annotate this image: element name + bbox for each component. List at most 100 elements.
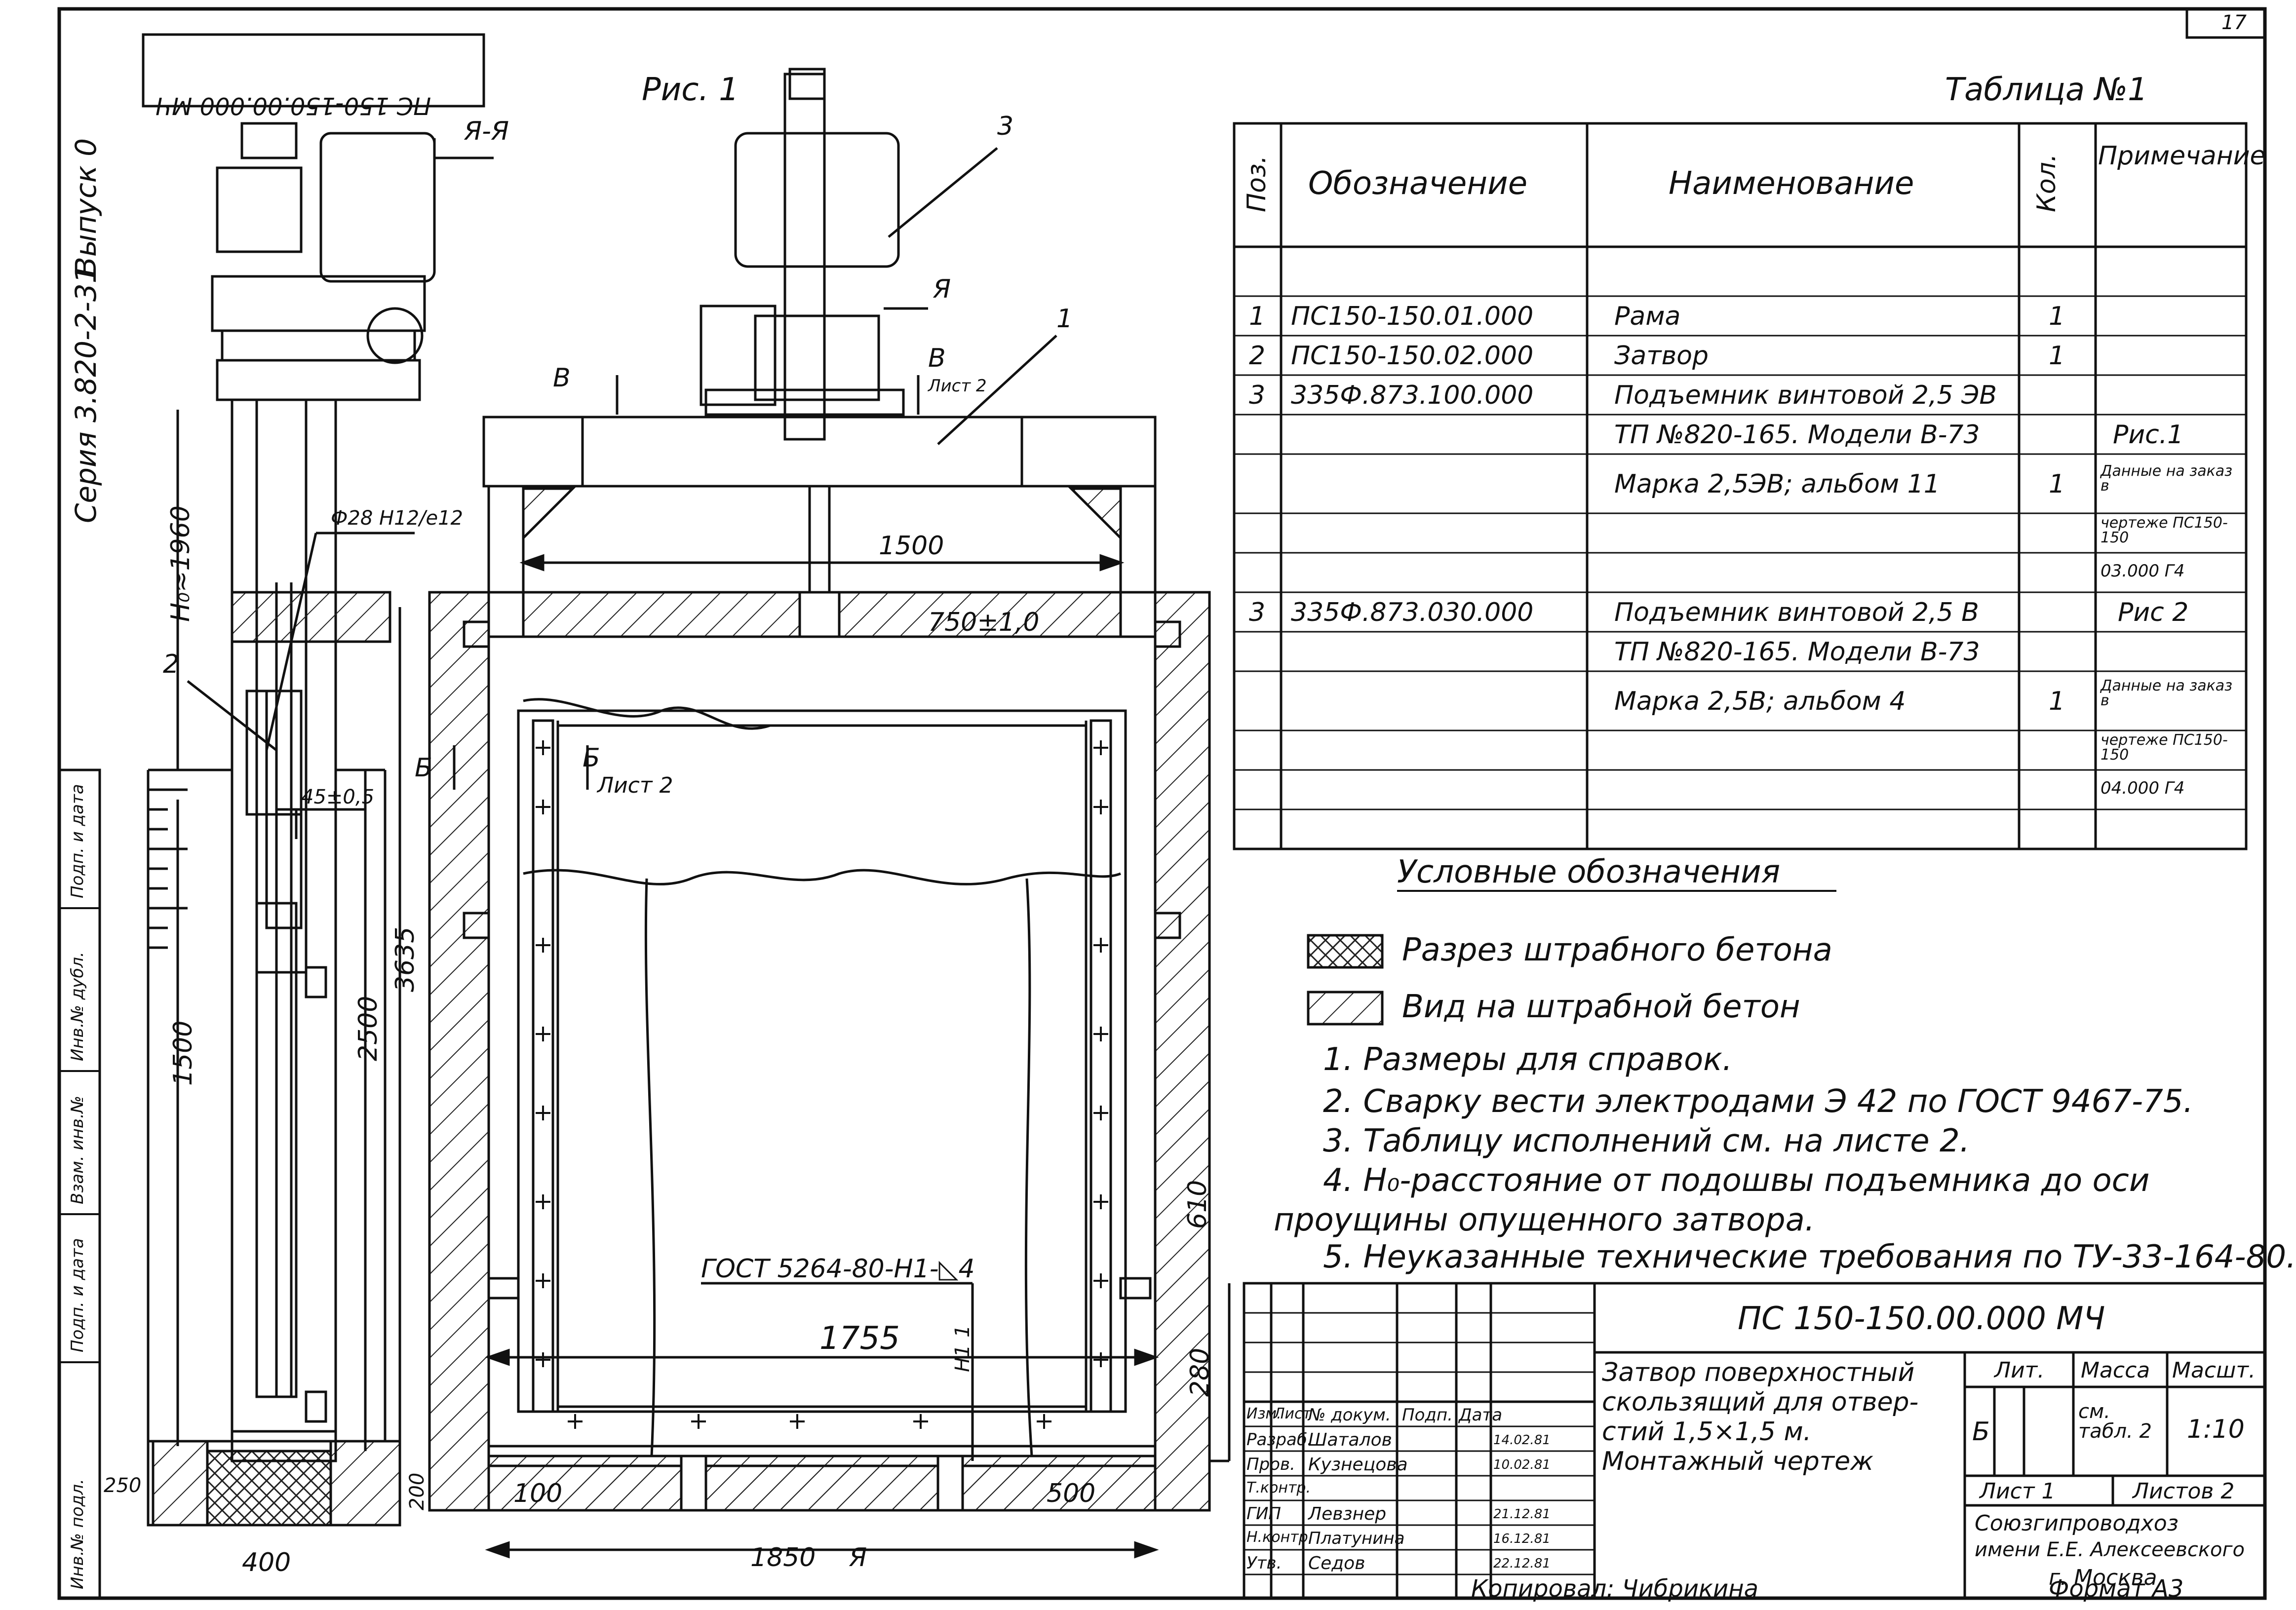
tb-title-1: Затвор поверхностный bbox=[1602, 1358, 1915, 1387]
row5-name: Марка 2,5ЭВ; альбом 11 bbox=[1614, 469, 1940, 499]
side-series: Серия 3.820-2-31 bbox=[69, 265, 103, 523]
dim-3635: 3635 bbox=[390, 926, 420, 992]
tb-name-4: Левзнер bbox=[1308, 1504, 1387, 1524]
row10-note: Данные на заказ в bbox=[2101, 677, 2233, 709]
row1-qty: 1 bbox=[2049, 302, 2065, 331]
note-5: 5. Неуказанные технические требования по… bbox=[1323, 1239, 2296, 1275]
tb-copied: Копировал: Чибрикина bbox=[1471, 1575, 1759, 1603]
th-designation: Обозначение bbox=[1308, 165, 1528, 202]
tb-org-2: имени Е.Е. Алексеевского bbox=[1975, 1538, 2245, 1561]
row10-qty: 1 bbox=[2049, 687, 2065, 716]
section-mark-b-left: Б bbox=[415, 753, 432, 783]
th-qty: Кол. bbox=[2032, 153, 2062, 213]
tb-format: Формат А3 bbox=[2049, 1575, 2184, 1603]
tb-head-izm: Изм. bbox=[1246, 1405, 1282, 1422]
note-4: 4. H₀-расстояние от подошвы подъемника д… bbox=[1323, 1162, 2150, 1199]
dim-100: 100 bbox=[513, 1479, 563, 1508]
sheet-number: 17 bbox=[2221, 11, 2247, 34]
tb-role-3: Т.контр. bbox=[1246, 1479, 1311, 1496]
dim-1755: 1755 bbox=[819, 1320, 900, 1357]
side-col-2: Подп. и дата bbox=[68, 1238, 87, 1352]
dim-45: 45±0,5 bbox=[301, 786, 375, 808]
row3-name: Подъемник винтовой 2,5 ЭВ bbox=[1614, 381, 1997, 410]
note-3: 3. Таблицу исполнений см. на листе 2. bbox=[1323, 1123, 1970, 1159]
tb-head-date: Дата bbox=[1459, 1405, 1503, 1425]
tb-role-6: Утв. bbox=[1246, 1553, 1282, 1573]
legend-title: Условные обозначения bbox=[1397, 854, 1781, 890]
note-1: 1. Размеры для справок. bbox=[1323, 1041, 1733, 1078]
dim-1500-left: 1500 bbox=[168, 1020, 198, 1086]
tb-title-2: скользящий для отвер- bbox=[1602, 1387, 1919, 1417]
row2-name: Затвор bbox=[1614, 341, 1709, 371]
weld-note: ГОСТ 5264-80-Н1-◺4 bbox=[701, 1254, 975, 1284]
tb-date-2: 10.02.81 bbox=[1493, 1457, 1551, 1472]
sheet-number-box bbox=[2185, 7, 2266, 39]
section-arrow-ya: Я bbox=[933, 274, 951, 304]
row2-pos: 2 bbox=[1249, 341, 1266, 371]
side-view bbox=[147, 122, 494, 1527]
front-view bbox=[428, 68, 1231, 1559]
row2-qty: 1 bbox=[2049, 341, 2065, 371]
row7-note: 03.000 Г4 bbox=[2101, 561, 2185, 581]
row9-name: ТП №820-165. Модели В-73 bbox=[1614, 637, 1980, 667]
note-4-cont: проущины опущенного затвора. bbox=[1274, 1202, 1815, 1238]
tb-mass-value: см. табл. 2 bbox=[2078, 1400, 2152, 1443]
row8-name: Подъемник винтовой 2,5 В bbox=[1614, 598, 1979, 627]
row4-name: ТП №820-165. Модели В-73 bbox=[1614, 420, 1980, 450]
side-col-4: Инв.№ дубл. bbox=[68, 952, 87, 1061]
tb-date-6: 22.12.81 bbox=[1493, 1556, 1551, 1571]
dim-500: 500 bbox=[1047, 1479, 1096, 1508]
row5-qty: 1 bbox=[2049, 469, 2065, 499]
tb-date-4: 21.12.81 bbox=[1493, 1507, 1551, 1522]
side-stamp-strip bbox=[58, 768, 101, 1600]
row8-designation: 335Ф.873.030.000 bbox=[1291, 598, 1534, 627]
th-note: Примечание bbox=[2098, 141, 2266, 171]
row12-note: 04.000 Г4 bbox=[2101, 778, 2185, 798]
tb-role-1: Разраб. bbox=[1246, 1430, 1313, 1450]
row3-pos: 3 bbox=[1249, 381, 1266, 410]
legend-swatch-hatch bbox=[1307, 991, 1384, 1026]
side-col-3: Взам. инв.№ bbox=[68, 1095, 87, 1204]
tb-org-1: Союзгипроводхоз bbox=[1975, 1511, 2179, 1536]
th-name: Наименование bbox=[1669, 165, 1914, 202]
tb-date-1: 14.02.81 bbox=[1493, 1433, 1551, 1448]
tb-title-3: стий 1,5×1,5 м. bbox=[1602, 1417, 1812, 1447]
row10-name: Марка 2,5В; альбом 4 bbox=[1614, 687, 1906, 716]
dim-h0: H₀≈1960 bbox=[166, 505, 195, 622]
tb-head-sign: Подп. bbox=[1402, 1405, 1453, 1425]
row5-note: Данные на заказ в bbox=[2101, 462, 2233, 495]
dim-200: 200 bbox=[406, 1472, 428, 1510]
dim-400: 400 bbox=[242, 1548, 291, 1577]
tb-org-3: г. Москва bbox=[2049, 1565, 2157, 1590]
section-mark-b-sheet: Лист 2 bbox=[597, 773, 673, 798]
tb-sheets: Листов 2 bbox=[2133, 1479, 2235, 1504]
note-2: 2. Сварку вести электродами Э 42 по ГОСТ… bbox=[1323, 1083, 2193, 1120]
dim-750: 750±1,0 bbox=[928, 608, 1040, 637]
section-mark-v-left: В bbox=[553, 363, 571, 393]
tb-mass-label: Масса bbox=[2081, 1358, 2150, 1383]
tb-date-5: 16.12.81 bbox=[1493, 1532, 1551, 1546]
row1-name: Рама bbox=[1614, 302, 1681, 331]
tb-name-5: Платунина bbox=[1308, 1529, 1405, 1548]
row1-designation: ПС150-150.01.000 bbox=[1291, 302, 1534, 331]
side-code-box bbox=[142, 33, 485, 108]
row8-pos: 3 bbox=[1249, 598, 1266, 627]
callout-2: 2 bbox=[163, 650, 180, 679]
legend-swatch-cross bbox=[1307, 934, 1384, 969]
tb-role-2: Пров. bbox=[1246, 1455, 1295, 1474]
dim-250: 250 bbox=[104, 1474, 142, 1497]
tb-sheet: Лист 1 bbox=[1980, 1479, 2056, 1504]
th-pos: Поз. bbox=[1242, 155, 1272, 212]
dim-1500-top: 1500 bbox=[879, 531, 944, 561]
legend-item-cross: Разрез штрабного бетона bbox=[1402, 932, 1832, 968]
side-stamp-code: ПС 150-150.00.000 МЧ bbox=[156, 92, 431, 119]
callout-3: 3 bbox=[997, 112, 1014, 141]
dim-2500: 2500 bbox=[353, 996, 383, 1061]
row4-note: Рис.1 bbox=[2113, 420, 2184, 450]
tb-head-list: Лист bbox=[1274, 1405, 1312, 1422]
spec-table-grid bbox=[1233, 122, 2248, 850]
tb-scale-label: Масшт. bbox=[2172, 1358, 2256, 1383]
tb-name-2: Кузнецова bbox=[1308, 1455, 1408, 1475]
section-mark-b-right: Б bbox=[583, 743, 600, 773]
